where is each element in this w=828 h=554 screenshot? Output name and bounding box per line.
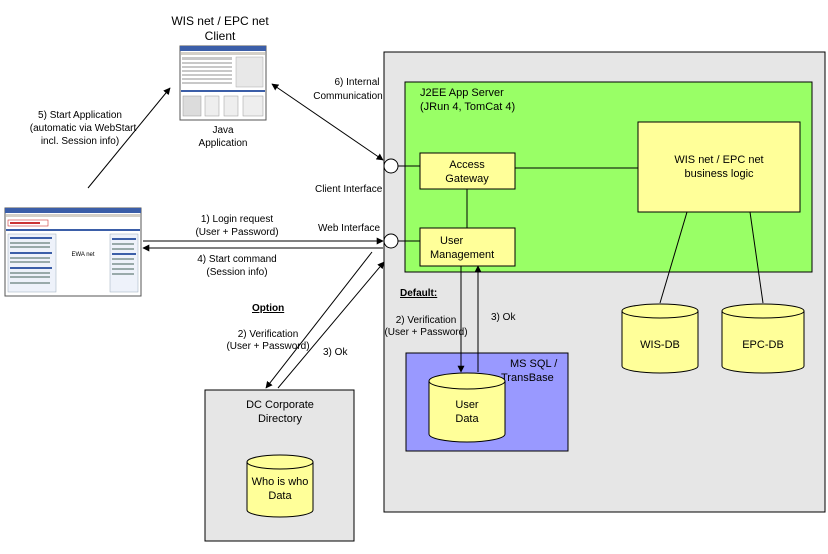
client-title-2: Client	[205, 29, 236, 43]
internal-communication-arrow	[271, 83, 384, 161]
start-app-label-3: incl. Session info)	[41, 136, 119, 147]
java-client-thumbnail	[179, 45, 267, 121]
option-ok-arrow	[277, 261, 385, 389]
user-data-cylinder	[428, 372, 506, 443]
default-verification-label-2: (User + Password)	[384, 327, 467, 338]
client-title-1: WIS net / EPC net	[171, 14, 269, 28]
client-caption-2: Application	[199, 138, 248, 149]
wis-db-label: WIS-DB	[640, 339, 680, 351]
whoiswho-label-1: Who is who	[252, 476, 309, 488]
start-app-label-1: 5) Start Application	[38, 110, 122, 121]
access-gateway-label-1: Access	[449, 159, 485, 171]
client-interface-label: Client Interface	[315, 184, 383, 195]
access-gateway-label-2: Gateway	[445, 173, 489, 185]
client-caption-1: Java	[212, 125, 234, 136]
start-cmd-label-1: 4) Start command	[197, 254, 276, 265]
epc-db-label: EPC-DB	[742, 339, 784, 351]
login-label-1: 1) Login request	[201, 214, 273, 225]
user-management-box	[419, 227, 516, 267]
start-application-arrow	[87, 87, 171, 189]
user-management-label-2: Management	[430, 249, 494, 261]
option-verification-arrow	[265, 251, 373, 389]
logic-wisdb-connector	[659, 211, 688, 304]
option-verification-label-1: 2) Verification	[238, 329, 299, 340]
option-verification-label-2: (User + Password)	[226, 341, 309, 352]
whoiswho-label-2: Data	[268, 490, 292, 502]
epc-db-cylinder	[721, 303, 805, 374]
corporate-directory-label-1: DC Corporate	[246, 399, 314, 411]
default-verification-label-1: 2) Verification	[396, 315, 457, 326]
app-server-title: J2EE App Server	[420, 87, 504, 99]
internal-comm-label-1: 6) Internal	[334, 77, 379, 88]
login-label-2: (User + Password)	[195, 227, 278, 238]
business-logic-box	[637, 121, 801, 213]
option-ok-label: 3) Ok	[323, 347, 348, 358]
sql-box-label-1: MS SQL /	[510, 358, 558, 370]
sql-box-label-2: TransBase	[501, 372, 554, 384]
web-interface-port	[383, 233, 399, 249]
whoiswho-cylinder	[246, 454, 314, 518]
wis-db-cylinder	[621, 303, 699, 374]
access-gateway-box	[419, 152, 516, 190]
corporate-directory-label-2: Directory	[258, 413, 303, 425]
option-label: Option	[252, 303, 284, 314]
default-ok-label: 3) Ok	[491, 312, 516, 323]
user-data-label-1: User	[455, 399, 479, 411]
internal-comm-label-2: Communication	[313, 91, 382, 102]
app-server-subtitle: (JRun 4, TomCat 4)	[420, 101, 515, 113]
start-app-label-2: (automatic via WebStart	[30, 123, 137, 134]
start-cmd-label-2: (Session info)	[206, 267, 267, 278]
business-logic-label-2: business logic	[684, 168, 754, 180]
user-management-label-1: User	[440, 235, 464, 247]
default-label: Default:	[400, 288, 437, 299]
business-logic-label-1: WIS net / EPC net	[674, 154, 763, 166]
ewa-net-thumbnail	[4, 207, 142, 297]
client-interface-port	[383, 158, 399, 174]
ewa-net-label: EWA net	[71, 252, 94, 258]
web-interface-label: Web Interface	[318, 223, 381, 234]
logic-epcdb-connector	[749, 211, 764, 304]
user-data-label-2: Data	[455, 413, 479, 425]
